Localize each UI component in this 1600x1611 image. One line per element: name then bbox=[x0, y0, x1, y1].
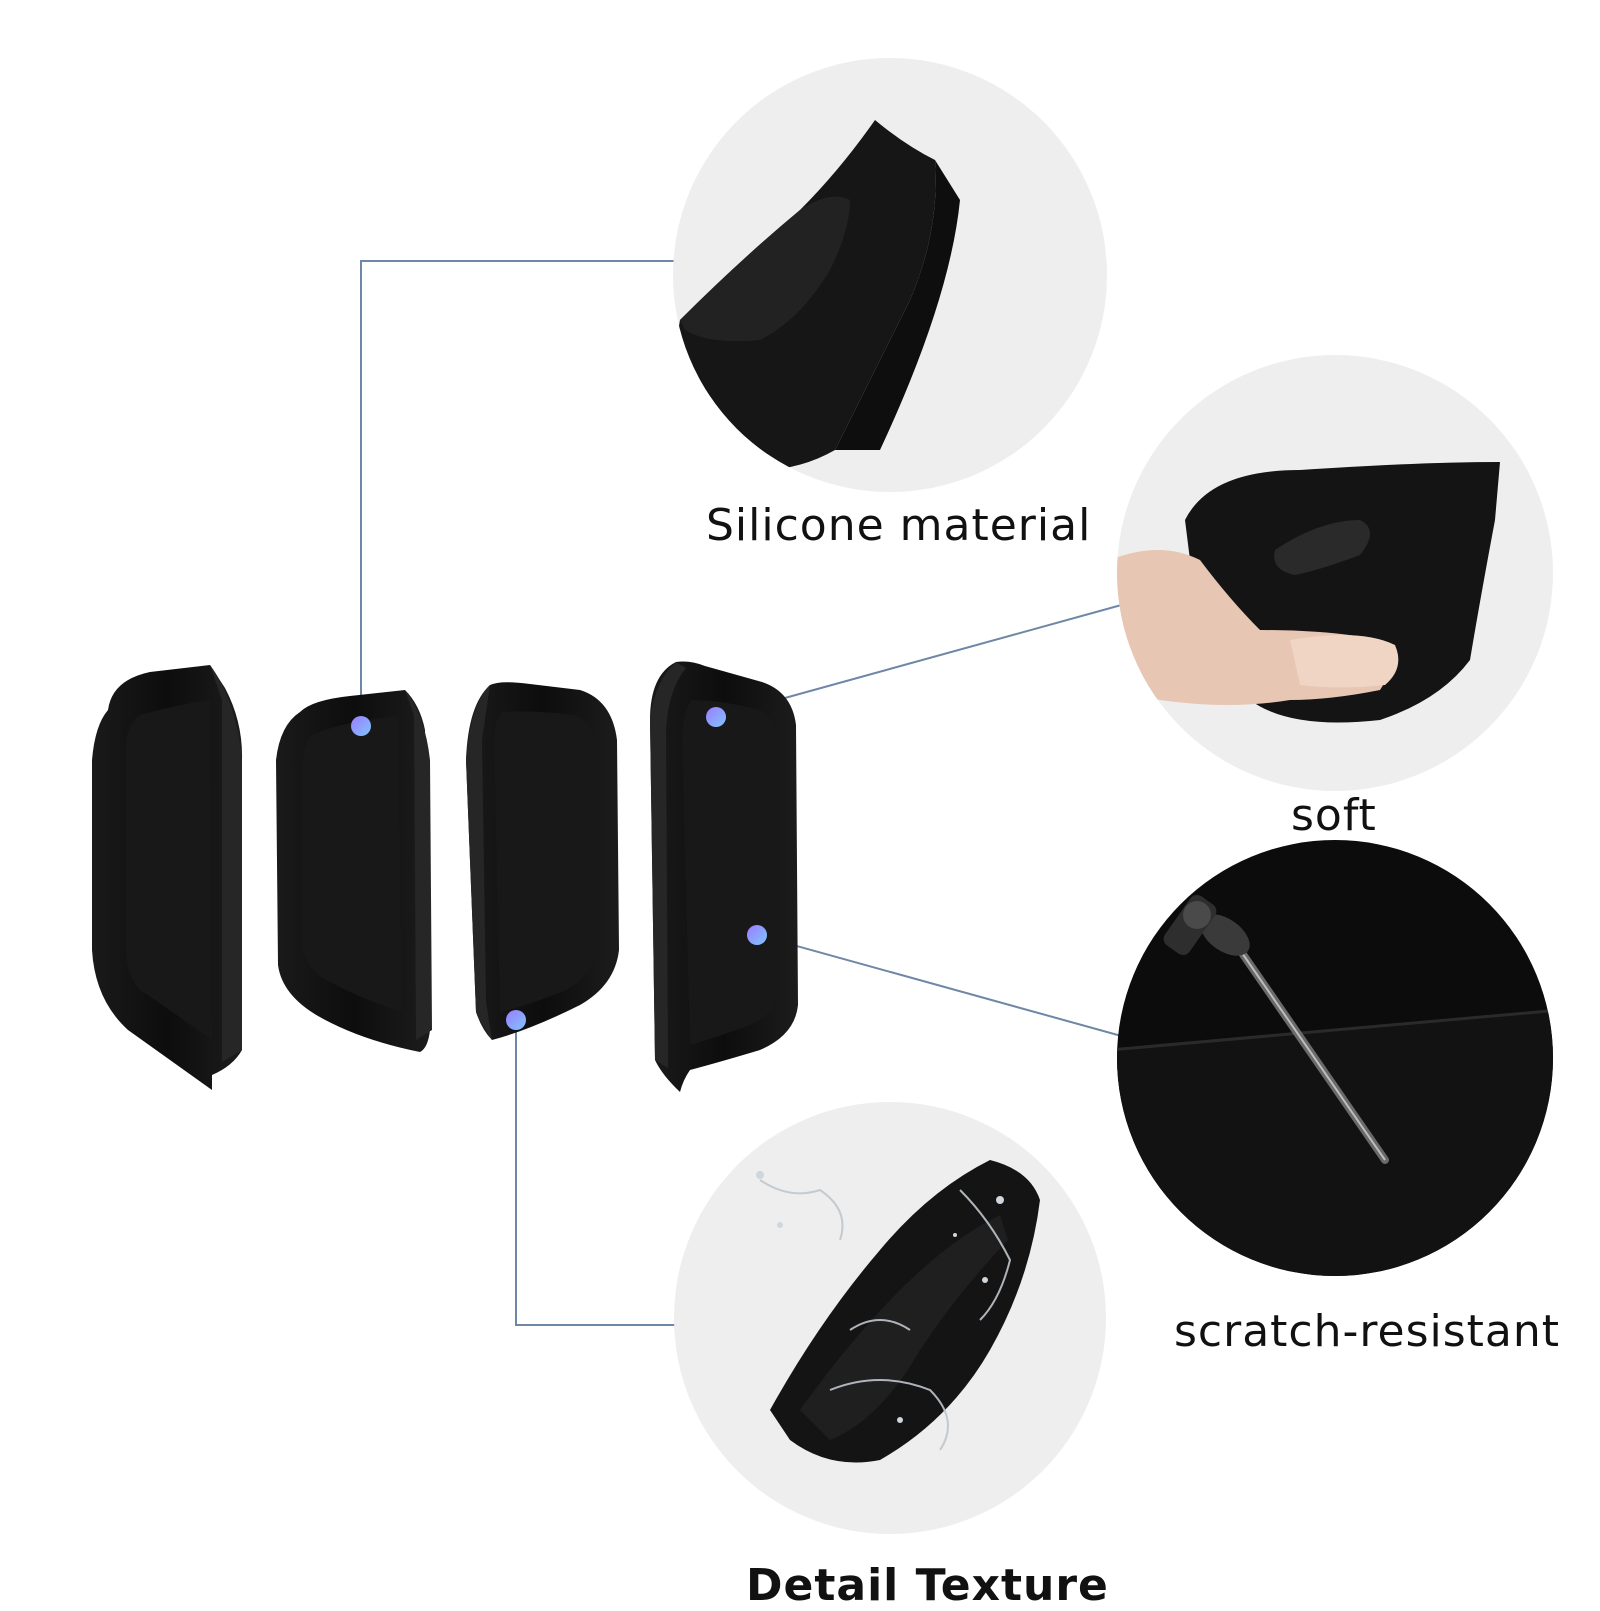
detail-circle-soft bbox=[1117, 355, 1553, 791]
detail-circle-scratch bbox=[1117, 840, 1553, 1276]
tray-2 bbox=[276, 690, 432, 1052]
callout-dot-detail bbox=[506, 1010, 526, 1030]
feature-label-scratch: scratch-resistant bbox=[1174, 1306, 1560, 1357]
feature-label-silicone: Silicone material bbox=[706, 500, 1092, 551]
tray-4 bbox=[650, 661, 798, 1092]
detail-circle-detail bbox=[674, 1102, 1106, 1534]
detail-circle-silicone bbox=[673, 58, 1107, 492]
tray-1 bbox=[92, 665, 243, 1090]
feature-label-detail: Detail Texture bbox=[746, 1560, 1109, 1611]
callout-line-detail bbox=[515, 1020, 675, 1326]
callout-dot-soft bbox=[706, 707, 726, 727]
feature-label-soft: soft bbox=[1291, 790, 1377, 841]
callout-line-scratch bbox=[756, 934, 1126, 1038]
callout-dot-scratch bbox=[747, 925, 767, 945]
callout-line-silicone bbox=[360, 260, 675, 726]
tray-3 bbox=[466, 682, 619, 1040]
callout-dots bbox=[351, 707, 767, 1030]
callout-dot-silicone bbox=[351, 716, 371, 736]
